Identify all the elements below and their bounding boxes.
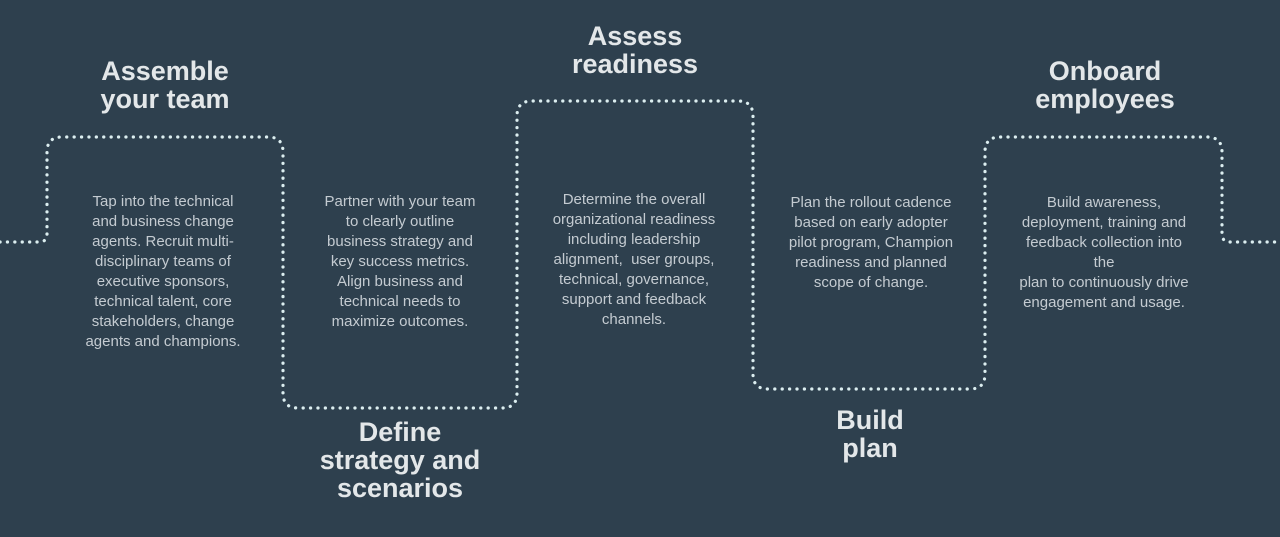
step-1-title: Assemble your team	[100, 56, 230, 114]
step-4-description: Plan the rollout cadence based on early …	[788, 194, 954, 291]
step-3-title: Assess readiness	[571, 21, 699, 79]
step-5-title: Onboard employees	[1035, 56, 1175, 114]
step-4-title: Build plan	[836, 405, 904, 463]
step-3-description: Determine the overall organizational rea…	[552, 191, 716, 328]
step-1-description: Tap into the technical and business chan…	[85, 193, 241, 350]
step-2-description: Partner with your team to clearly outlin…	[324, 193, 476, 330]
step-2-title: Define strategy and scenarios	[319, 417, 481, 503]
step-5-description: Build awareness, deployment, training an…	[1019, 194, 1189, 311]
